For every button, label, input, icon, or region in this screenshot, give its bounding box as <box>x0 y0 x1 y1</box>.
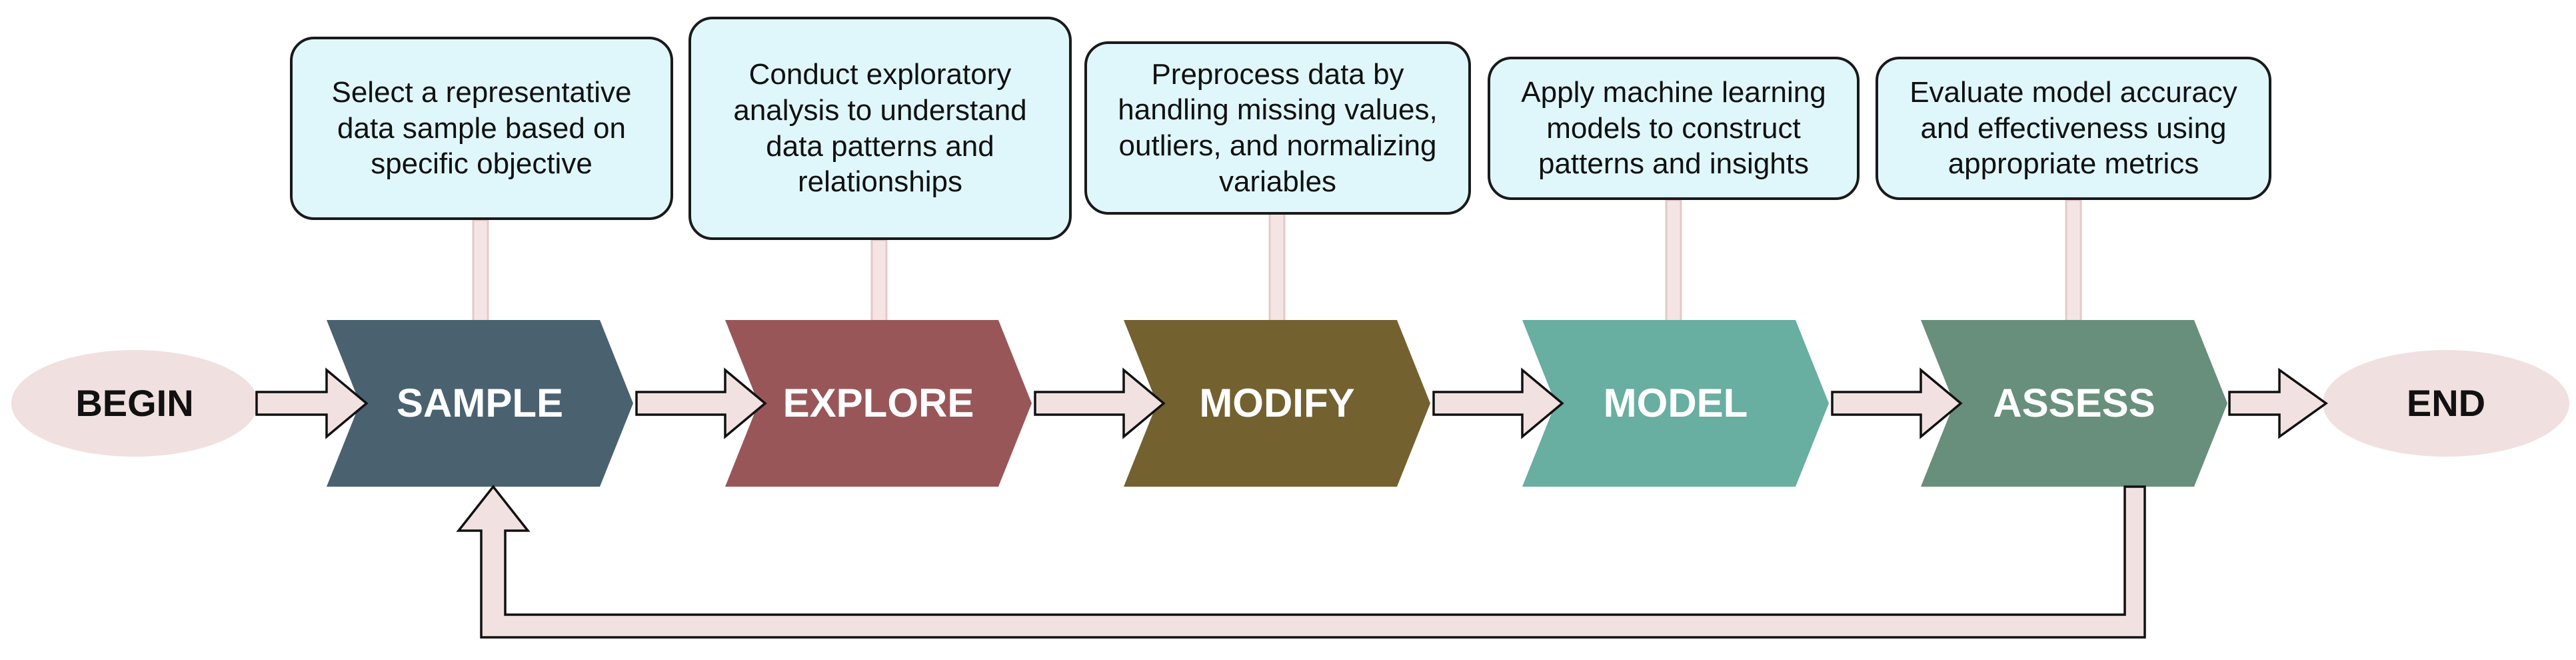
stage-chevron-assess <box>1921 320 2227 487</box>
connector-explore <box>870 239 888 323</box>
stage-chevron-model <box>1522 320 1829 487</box>
stage-label-sample: SAMPLE <box>396 381 564 425</box>
begin-label: BEGIN <box>75 382 194 424</box>
arrow-assess-to-end <box>2228 367 2329 439</box>
connector-sample <box>472 219 489 323</box>
stage-label-assess: ASSESS <box>1993 381 2155 425</box>
arrow-model-to-assess <box>1831 367 1963 439</box>
connector-model <box>1665 199 1682 323</box>
stage-label-model: MODEL <box>1603 381 1748 425</box>
end-node <box>2323 350 2569 457</box>
arrow-explore-to-modify <box>1034 367 1166 439</box>
description-box-explore: Conduct exploratory analysis to understa… <box>688 17 1072 240</box>
vertical-connectors <box>472 199 2082 323</box>
arrow-sample-to-explore <box>635 367 767 439</box>
stage-label-modify: MODIFY <box>1199 381 1355 425</box>
end-label: END <box>2406 382 2486 424</box>
description-box-modify: Preprocess data by handling missing valu… <box>1084 41 1471 215</box>
connector-assess <box>2065 199 2082 323</box>
stage-chevron-explore <box>725 320 1032 487</box>
stage-chevron-sample <box>327 320 633 487</box>
description-box-assess: Evaluate model accuracy and effectivenes… <box>1876 57 2271 200</box>
flow-arrows <box>255 367 2329 639</box>
arrow-modify-to-model <box>1432 367 1564 439</box>
description-box-model: Apply machine learning models to constru… <box>1488 57 1860 200</box>
feedback-loop-shape <box>456 485 2146 639</box>
stage-chevron-modify <box>1124 320 1430 487</box>
stage-label-explore: EXPLORE <box>782 381 974 425</box>
arrow-begin-to-sample <box>255 367 369 439</box>
begin-node <box>11 350 258 457</box>
description-box-sample: Select a representative data sample base… <box>290 37 673 220</box>
connector-modify <box>1268 212 1286 323</box>
